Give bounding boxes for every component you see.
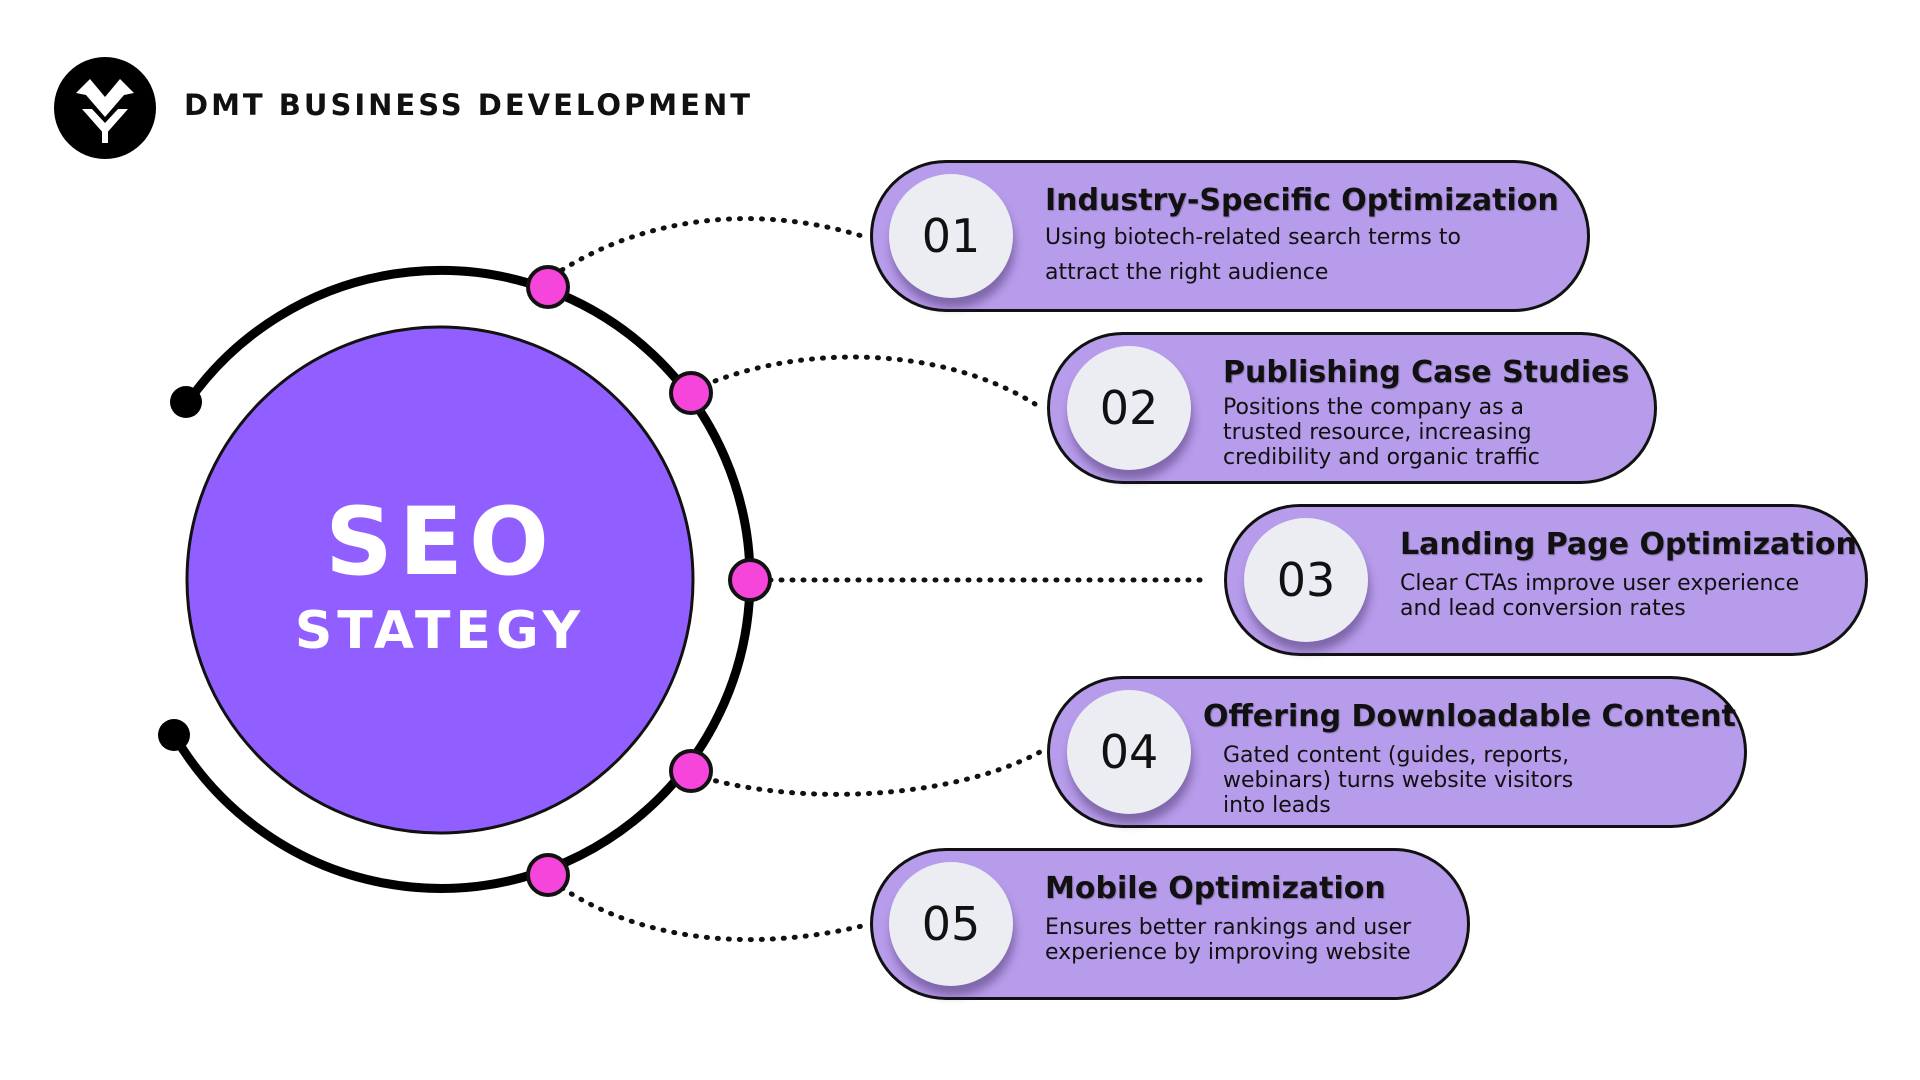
- step-description-01: Using biotech-related search terms to at…: [1045, 225, 1461, 285]
- step-number-badge-05: 05: [889, 862, 1013, 986]
- step-number-badge-02: 02: [1067, 346, 1191, 470]
- node-dot-02: [669, 371, 713, 415]
- orbit-end-top: [170, 386, 202, 418]
- step-title-03: Landing Page Optimization: [1400, 527, 1857, 562]
- step-description-02: Positions the company as a trusted resou…: [1223, 395, 1540, 470]
- step-number-badge-01: 01: [889, 174, 1013, 298]
- core-circle: [185, 325, 695, 835]
- node-dot-04: [669, 749, 713, 793]
- step-title-04: Offering Downloadable Content: [1203, 699, 1736, 734]
- step-number-badge-03: 03: [1244, 518, 1368, 642]
- step-card-02: 02 Publishing Case Studies Positions the…: [1047, 332, 1657, 484]
- step-number-05: 05: [921, 897, 981, 951]
- connector-05: [559, 885, 865, 942]
- step-number-02: 02: [1099, 381, 1159, 435]
- step-title-05: Mobile Optimization: [1045, 871, 1386, 906]
- node-dot-05: [526, 853, 570, 897]
- step-number-01: 01: [921, 209, 981, 263]
- connector-01: [559, 216, 865, 273]
- step-card-03: 03 Landing Page Optimization Clear CTAs …: [1224, 504, 1868, 656]
- node-dot-01: [526, 265, 570, 309]
- step-description-04: Gated content (guides, reports, webinars…: [1223, 743, 1574, 818]
- step-card-04: 04 Offering Downloadable Content Gated c…: [1047, 676, 1747, 828]
- step-title-02: Publishing Case Studies: [1223, 355, 1630, 390]
- step-number-03: 03: [1276, 553, 1336, 607]
- step-card-05: 05 Mobile Optimization Ensures better ra…: [870, 848, 1470, 1000]
- connector-02: [702, 354, 1038, 407]
- brand-name: DMT BUSINESS DEVELOPMENT: [184, 88, 753, 122]
- diagram-title-line2: STATEGY: [294, 601, 586, 661]
- connector-04: [702, 749, 1043, 797]
- node-dot-03: [728, 558, 772, 602]
- step-description-03: Clear CTAs improve user experience and l…: [1400, 571, 1800, 621]
- step-number-04: 04: [1099, 725, 1159, 779]
- step-number-badge-04: 04: [1067, 690, 1191, 814]
- step-description-05: Ensures better rankings and user experie…: [1045, 915, 1412, 965]
- diagram-title-line1: SEO: [325, 488, 555, 597]
- brand-logo: [54, 57, 156, 159]
- step-title-01: Industry-Specific Optimization: [1045, 183, 1559, 218]
- dmt-monogram-icon: [76, 79, 134, 143]
- step-card-01: 01 Industry-Specific Optimization Using …: [870, 160, 1590, 312]
- orbit-end-bottom: [158, 719, 190, 751]
